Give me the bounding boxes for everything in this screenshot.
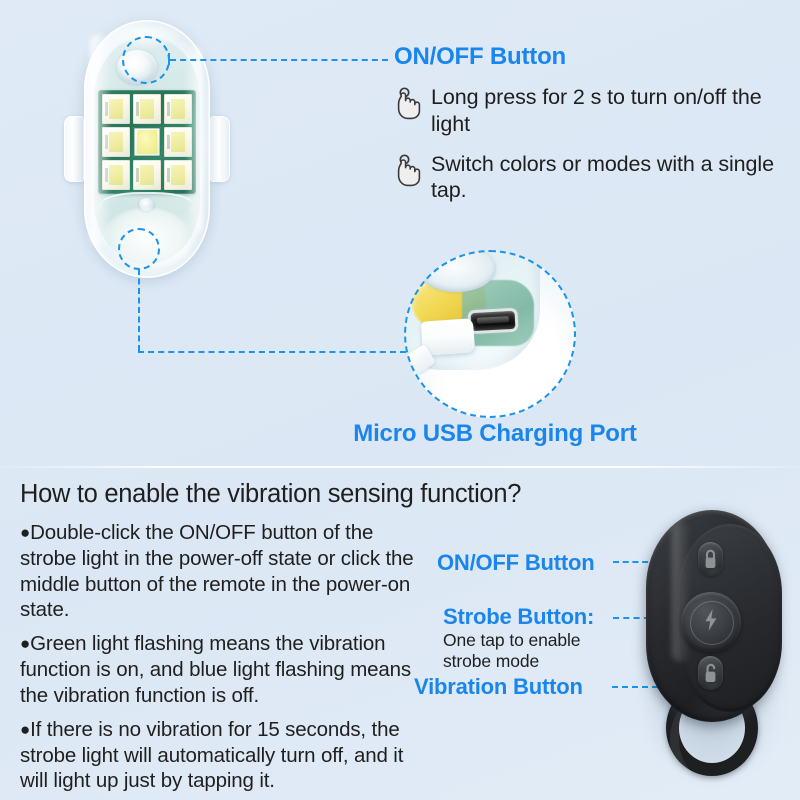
list-item: ●Green light flashing means the vibratio… (20, 631, 420, 708)
tap-hand-icon (394, 154, 424, 188)
remote-vibration-button-label: Vibration Button (414, 674, 583, 699)
list-item: ●Double-click the ON/OFF button of the s… (20, 520, 420, 623)
tap-hand-icon (394, 87, 424, 121)
micro-usb-charging-port-label: Micro USB Charging Port (353, 420, 637, 447)
micro-usb-port-magnifier (404, 250, 576, 418)
housing-glare-right (186, 46, 202, 234)
strobe-subtext-line-2: strobe mode (443, 650, 540, 671)
magnifier-circle (404, 250, 576, 418)
callout-circle-usb-port (118, 228, 160, 270)
leader-line-usb-horizontal (138, 351, 406, 353)
led-chip (133, 94, 161, 124)
list-item: ●If there is no vibration for 15 seconds… (20, 717, 420, 794)
leader-line-on-off (170, 59, 388, 61)
remote-on-off-button-label: ON/OFF Button (437, 550, 595, 575)
lightning-bolt-icon (700, 607, 722, 638)
tip-row-single-tap: Switch colors or modes with a single tap… (394, 151, 786, 203)
micro-usb-socket (470, 310, 516, 332)
remote-strobe-button-subtext: One tap to enable strobe mode (443, 630, 581, 671)
housing-glare-left (90, 34, 110, 246)
callout-circle-on-off-button (122, 36, 170, 84)
bullet-marker: ● (20, 719, 31, 739)
list-item-text: Green light flashing means the vibration… (20, 632, 411, 707)
leader-line-on-off-tick (168, 53, 170, 65)
vibration-section-heading: How to enable the vibration sensing func… (20, 480, 522, 508)
tip-text-long-press: Long press for 2 s to turn on/off the li… (431, 85, 762, 136)
leader-line-remote-vibration (612, 686, 688, 688)
vibration-instruction-list: ●Double-click the ON/OFF button of the s… (20, 520, 420, 800)
button-fragment (418, 250, 496, 292)
strobe-light-contact-screw (139, 198, 154, 211)
magnifier-glow (428, 350, 554, 412)
strobe-light-mount-wing-left (64, 116, 84, 182)
remote-body (646, 510, 782, 722)
strobe-subtext-line-1: One tap to enable (443, 630, 581, 650)
list-item-text: If there is no vibration for 15 seconds,… (20, 717, 404, 793)
strobe-light-led-pcb (98, 90, 196, 194)
section-divider (0, 466, 800, 468)
led-chip (133, 160, 161, 190)
remote-control-image (628, 508, 794, 795)
remote-vibration-button[interactable] (698, 656, 723, 690)
on-off-button-callout: ON/OFF Button Long press for 2 s to turn… (394, 43, 786, 203)
remote-on-off-button[interactable] (698, 542, 723, 576)
leader-line-usb-vertical (138, 269, 140, 351)
remote-strobe-button[interactable] (681, 592, 741, 652)
strobe-light-mount-wing-right (210, 116, 230, 182)
bullet-marker: ● (20, 634, 31, 654)
list-item-text: Double-click the ON/OFF button of the st… (20, 521, 414, 622)
on-off-button-title: ON/OFF Button (394, 43, 567, 70)
tip-row-long-press: Long press for 2 s to turn on/off the li… (394, 84, 786, 136)
remote-strobe-button-label: Strobe Button: (443, 604, 595, 629)
bullet-marker: ● (20, 523, 31, 542)
led-chip-center (133, 127, 161, 157)
led-chip (102, 127, 130, 157)
tip-text-single-tap: Switch colors or modes with a single tap… (431, 151, 774, 203)
